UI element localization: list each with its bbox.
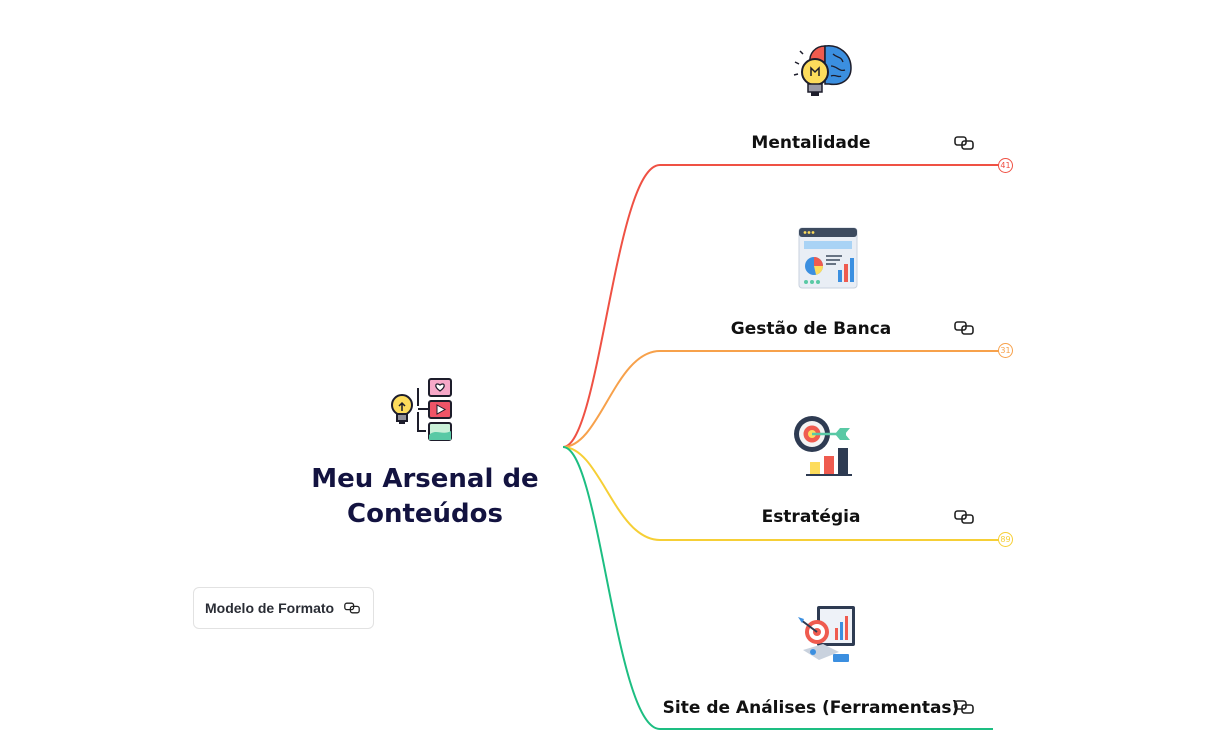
link-icon[interactable]: [954, 699, 974, 715]
branch-label-estrategia[interactable]: Estratégia: [761, 507, 861, 527]
count-badge-mentalidade[interactable]: 41: [998, 158, 1013, 173]
content-ideas-icon: [386, 376, 456, 444]
dashboard-charts-icon: [796, 226, 860, 290]
branch-label-site-de-analises[interactable]: Site de Análises (Ferramentas): [662, 698, 960, 718]
edge-site-de-analises: [562, 446, 993, 730]
analytics-target-icon: [795, 602, 859, 666]
count-badge-gestao-de-banca[interactable]: 31: [998, 343, 1013, 358]
format-template-card[interactable]: Modelo de Formato: [193, 587, 374, 629]
edge-gestao-de-banca: [562, 350, 1000, 448]
link-icon[interactable]: [954, 509, 974, 525]
brain-lightbulb-icon: [793, 40, 857, 104]
edge-estrategia: [562, 446, 1000, 541]
branch-label-mentalidade[interactable]: Mentalidade: [751, 133, 871, 153]
format-template-label: Modelo de Formato: [205, 600, 335, 616]
link-icon[interactable]: [954, 135, 974, 151]
root-title-line1: Meu Arsenal de: [311, 464, 539, 494]
count-badge-estrategia[interactable]: 89: [998, 532, 1013, 547]
link-icon[interactable]: [954, 320, 974, 336]
root-title[interactable]: Meu Arsenal de Conteúdos: [300, 462, 550, 532]
root-title-line2: Conteúdos: [347, 499, 503, 529]
link-icon[interactable]: [344, 601, 360, 615]
edge-mentalidade: [562, 164, 1000, 448]
target-chart-icon: [790, 414, 854, 478]
branch-label-gestao-de-banca[interactable]: Gestão de Banca: [730, 319, 892, 339]
